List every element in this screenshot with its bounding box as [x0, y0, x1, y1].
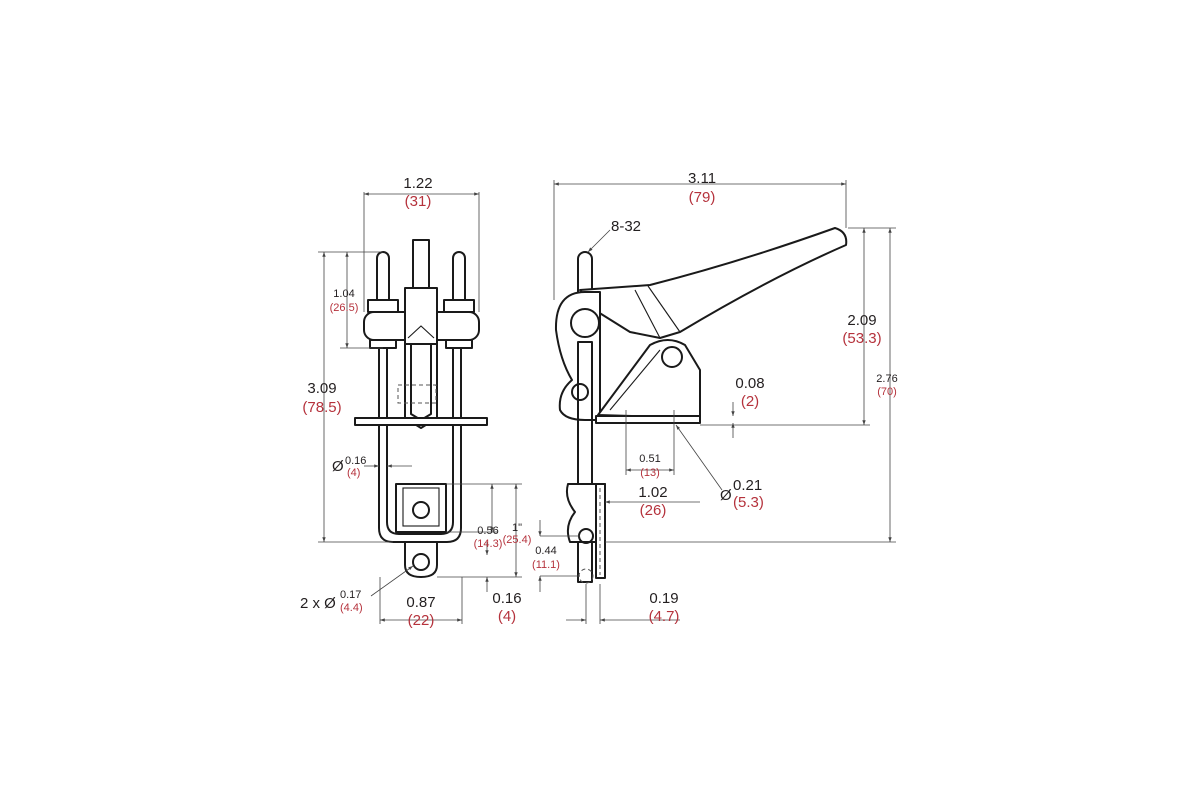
stroke-mm: (25.4)	[503, 534, 532, 546]
total-height-mm: (70)	[877, 386, 897, 398]
plunger-housing	[404, 343, 438, 429]
overall-length-mm: (79)	[689, 189, 716, 206]
dimension-labels: 1.22 (31) 1.04 (26.5) 3.09 (78.5) Ø 0.16…	[300, 170, 898, 629]
base-hole-spacing-mm: (13)	[640, 467, 660, 479]
base-bracket	[597, 339, 701, 419]
hidden-hole	[578, 568, 594, 584]
handle	[579, 227, 848, 339]
pivot-upper	[570, 308, 600, 338]
side-base	[595, 415, 701, 424]
mount-holes-mm: (4.4)	[340, 602, 363, 614]
base-hole-diameter-symbol: Ø	[720, 487, 732, 504]
overall-height-mm: (78.5)	[302, 399, 341, 416]
base-hole-diameter-mm: (5.3)	[733, 494, 764, 511]
right-lock-nut	[443, 299, 475, 313]
lower-block	[395, 483, 447, 533]
base-thickness-inch: 0.08	[735, 375, 764, 392]
lower-offset-mm: (11.1)	[532, 559, 560, 571]
center-guide	[404, 287, 438, 345]
pivot-lower	[571, 383, 589, 401]
tab-thickness-inch: 0.16	[492, 590, 521, 607]
overall-length-inch: 3.11	[688, 170, 716, 187]
thread-label: 8-32	[611, 218, 641, 235]
front-width-inch: 1.22	[403, 175, 432, 192]
slot-height-inch: 0.56	[477, 525, 498, 537]
base-offset-mm: (26)	[640, 502, 667, 519]
plunger-shaft	[577, 341, 593, 583]
base-plate	[354, 417, 488, 426]
handle-height-inch: 2.09	[847, 312, 876, 329]
bottom-tab	[404, 541, 438, 578]
plate-thickness-inch: 0.19	[649, 590, 678, 607]
rod-diameter-mm: (4)	[347, 467, 360, 479]
front-view	[354, 239, 488, 578]
handle-height-mm: (53.3)	[842, 330, 881, 347]
overall-height-inch: 3.09	[307, 380, 336, 397]
side-view	[554, 227, 848, 584]
mount-holes-prefix: 2 x Ø	[300, 595, 336, 612]
stroke-inch: 1"	[512, 522, 522, 534]
base-hole-spacing-inch: 0.51	[639, 453, 660, 465]
rod-diameter-inch: 0.16	[345, 455, 366, 467]
stud-spacing-inch: 1.04	[333, 288, 354, 300]
base-thickness-mm: (2)	[741, 393, 759, 410]
base-offset-inch: 1.02	[638, 484, 667, 501]
total-height-inch: 2.76	[876, 373, 897, 385]
tab-hole	[412, 553, 430, 571]
lower-offset-inch: 0.44	[535, 545, 556, 557]
left-bottom-nut	[369, 339, 397, 349]
mount-holes-inch: 0.17	[340, 589, 361, 601]
rod-diameter-symbol: Ø	[332, 458, 344, 475]
bracket-pivot	[661, 346, 683, 368]
left-lock-nut	[367, 299, 399, 313]
base-hole-diameter-inch: 0.21	[733, 477, 762, 494]
front-width-mm: (31)	[405, 193, 432, 210]
stud-spacing-mm: (26.5)	[330, 302, 359, 314]
hole-spacing-inch: 0.87	[406, 594, 435, 611]
slot-height-mm: (14.3)	[474, 538, 503, 550]
dimension-lines	[318, 180, 896, 624]
right-bottom-nut	[445, 339, 473, 349]
lower-block-hole	[412, 501, 430, 519]
plate-thickness-mm: (4.7)	[649, 608, 680, 625]
hole-spacing-mm: (22)	[408, 612, 435, 629]
tab-thickness-mm: (4)	[498, 608, 516, 625]
